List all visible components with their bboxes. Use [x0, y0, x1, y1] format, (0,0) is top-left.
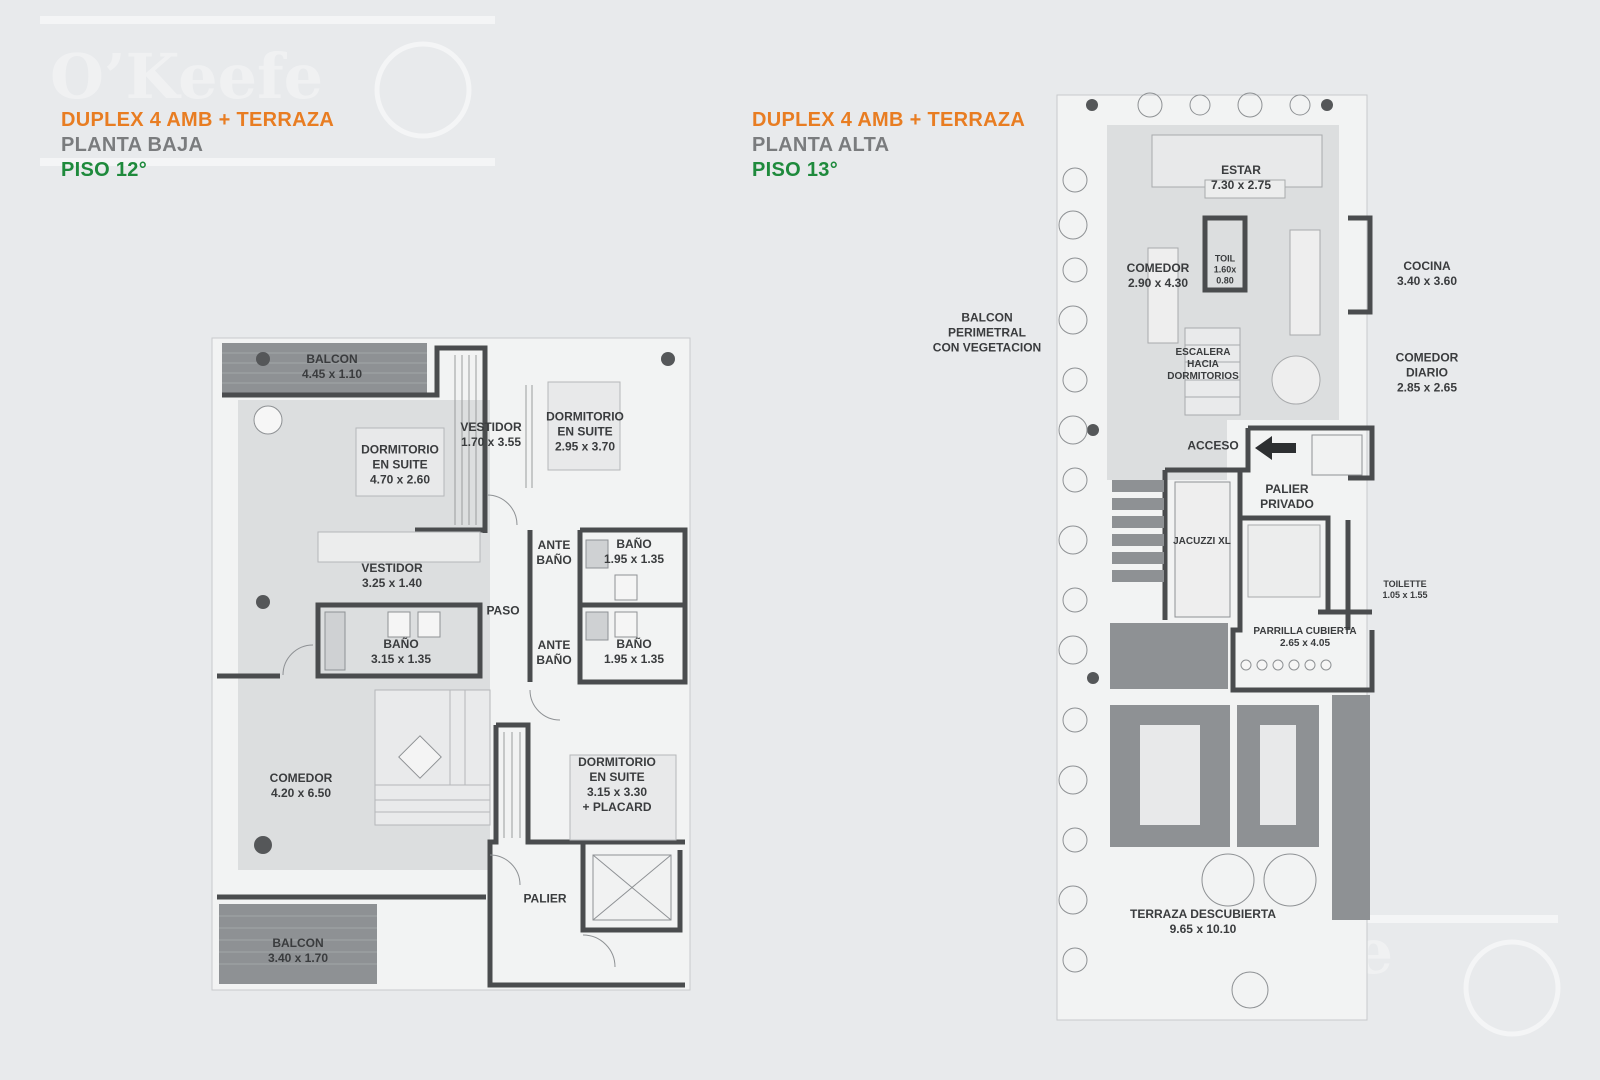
room-label-ante-bano-2: ANTE BAÑO	[536, 638, 572, 667]
room-label-dormitorio-2: DORMITORIO EN SUITE 2.95 x 3.70	[546, 409, 624, 454]
room-label-comedor-right: COMEDOR 2.90 x 4.30	[1126, 261, 1190, 290]
left-plan-title: DUPLEX 4 AMB + TERRAZA	[61, 109, 335, 131]
room-label-terraza: TERRAZA DESCUBIERTA 9.65 x 10.10	[1130, 907, 1276, 936]
right-plan-subtitle: PLANTA ALTA	[752, 134, 890, 156]
room-label-escalera: ESCALERA HACIA DORMITORIOS	[1167, 347, 1239, 382]
left-plan-subtitle: PLANTA BAJA	[61, 134, 204, 156]
left-plan-floor: PISO 12°	[61, 159, 147, 181]
room-label-dormitorio-1: DORMITORIO EN SUITE 4.70 x 2.60	[361, 442, 439, 487]
room-label-vestidor-2: VESTIDOR 3.25 x 1.40	[361, 561, 423, 590]
room-label-balcon-top: BALCON 4.45 x 1.10	[301, 352, 363, 381]
room-label-cocina: COCINA 3.40 x 3.60	[1396, 259, 1458, 288]
room-label-palier: PALIER	[523, 891, 567, 906]
room-label-vestidor-1: VESTIDOR 1.70 x 3.55	[460, 420, 522, 449]
room-label-toil: TOIL 1.60x 0.80	[1213, 253, 1237, 286]
room-label-parrilla: PARRILLA CUBIERTA 2.65 x 4.05	[1253, 626, 1357, 649]
right-plan-header: DUPLEX 4 AMB + TERRAZA PLANTA ALTA PISO …	[752, 108, 1025, 183]
right-floor-plan	[1056, 92, 1375, 1021]
room-label-paso: PASO	[486, 603, 520, 618]
right-plan-floor: PISO 13°	[752, 159, 838, 181]
left-floor-plan	[211, 337, 691, 991]
entrance-arrow-icon	[1255, 436, 1296, 460]
room-label-balcon-perimetral: BALCON PERIMETRAL CON VEGETACION	[932, 310, 1042, 355]
room-label-balcon-bottom: BALCON 3.40 x 1.70	[267, 936, 329, 965]
room-label-bano-2: BAÑO 3.15 x 1.35	[370, 637, 432, 666]
room-label-bano-3: BAÑO 1.95 x 1.35	[603, 637, 665, 666]
room-label-comedor-diario: COMEDOR DIARIO 2.85 x 2.65	[1395, 350, 1459, 395]
room-label-comedor-left: COMEDOR 4.20 x 6.50	[269, 771, 333, 800]
room-label-bano-1: BAÑO 1.95 x 1.35	[603, 537, 665, 566]
left-plan-header: DUPLEX 4 AMB + TERRAZA PLANTA BAJA PISO …	[61, 108, 334, 183]
room-label-palier-privado: PALIER PRIVADO	[1260, 482, 1314, 511]
room-label-acceso: ACCESO	[1187, 438, 1239, 453]
right-plan-title: DUPLEX 4 AMB + TERRAZA	[752, 109, 1026, 131]
watermark-logo-top: O’Keefe	[50, 40, 324, 113]
room-label-jacuzzi: JACUZZI XL	[1173, 536, 1231, 547]
room-label-ante-bano-1: ANTE BAÑO	[536, 538, 572, 567]
room-label-estar: ESTAR 7.30 x 2.75	[1210, 163, 1272, 192]
room-label-dormitorio-3: DORMITORIO EN SUITE 3.15 x 3.30 + PLACAR…	[578, 755, 656, 814]
room-label-toilette: TOILETTE 1.05 x 1.55	[1382, 579, 1428, 600]
